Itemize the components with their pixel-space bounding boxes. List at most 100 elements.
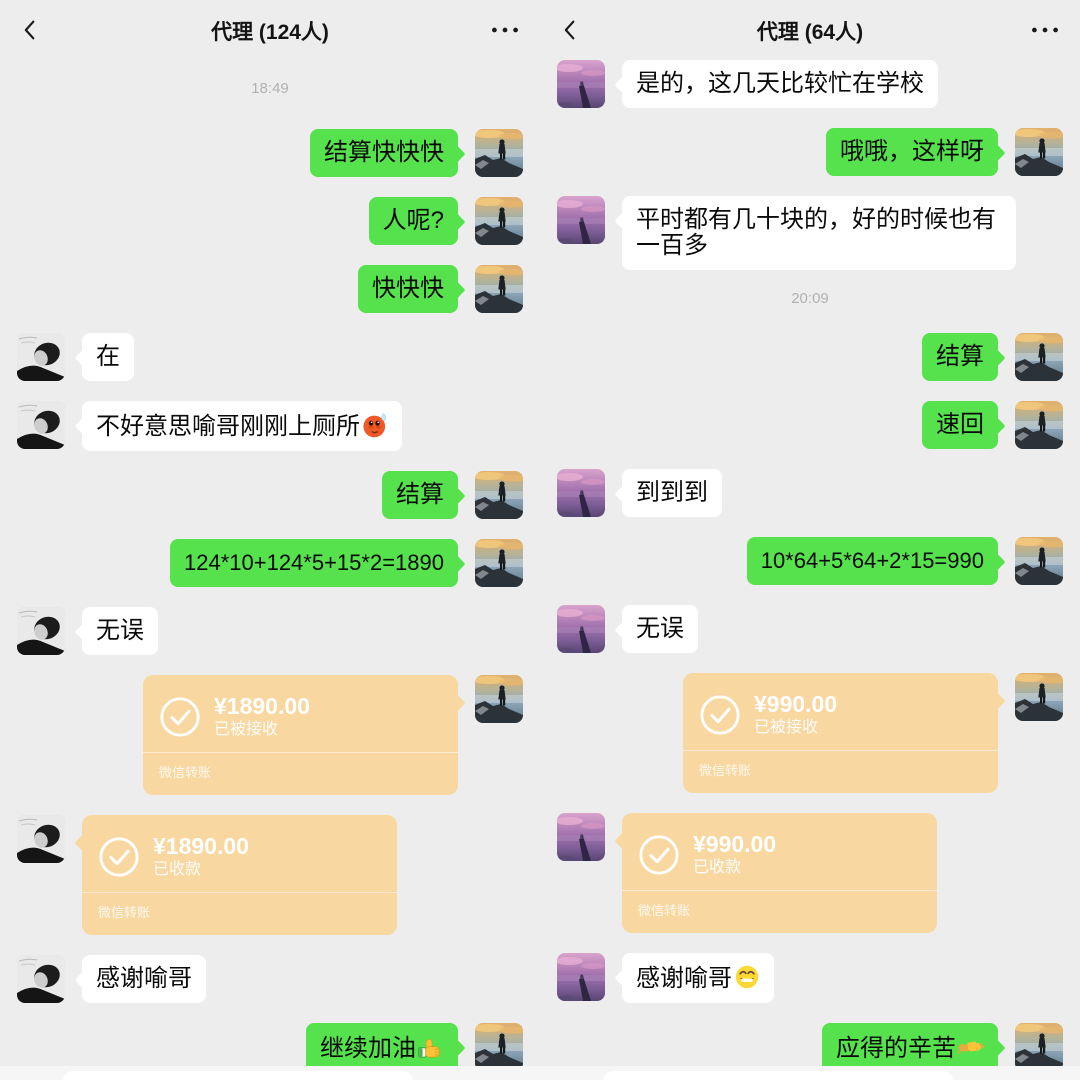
check-circle-icon <box>98 836 140 878</box>
peer-avatar[interactable] <box>17 815 65 863</box>
peer-avatar[interactable] <box>17 333 65 381</box>
message-text: 不好意思喻哥刚刚上厕所 <box>96 413 360 440</box>
peer-avatar[interactable] <box>17 401 65 449</box>
transfer-card[interactable]: ¥990.00 已收款 微信转账 <box>622 813 937 933</box>
self-avatar[interactable] <box>1015 401 1063 449</box>
peer-avatar[interactable] <box>557 813 605 861</box>
self-avatar[interactable] <box>1015 673 1063 721</box>
sent-message-bubble[interactable]: 124*10+124*5+15*2=1890 <box>170 539 458 587</box>
message-row: 10*64+5*64+2*15=990 <box>557 537 1063 585</box>
message-text: 速回 <box>936 411 984 438</box>
message-text: 平时都有几十块的，好的时候也有一百多 <box>636 206 996 259</box>
received-message-bubble[interactable]: 在 <box>82 333 134 381</box>
transfer-status: 已收款 <box>153 861 202 878</box>
chat-title: 代理 (64人) <box>756 21 864 45</box>
received-message-bubble[interactable]: 感谢喻哥 <box>622 953 774 1003</box>
sent-message-bubble[interactable]: 应得的辛苦 <box>822 1023 998 1073</box>
transfer-texts: ¥1890.00 已被接收 <box>214 693 310 740</box>
self-avatar[interactable] <box>1015 333 1063 381</box>
transfer-label: 微信转账 <box>82 892 397 935</box>
message-row: 结算 <box>17 471 523 519</box>
chat-title: 代理 (124人) <box>211 21 329 45</box>
cropped-bubble <box>603 1071 953 1080</box>
sent-message-bubble[interactable]: 人呢? <box>368 197 458 245</box>
peer-avatar[interactable] <box>557 605 605 653</box>
more-dots-icon[interactable] <box>1030 26 1060 34</box>
peer-avatar[interactable] <box>557 60 605 108</box>
message-text: 人呢? <box>382 207 444 234</box>
message-text: 124*10+124*5+15*2=1890 <box>184 550 444 575</box>
received-message-bubble[interactable]: 是的，这几天比较忙在学校 <box>622 60 938 108</box>
bottom-cropped-row <box>0 1066 1080 1080</box>
transfer-amount: ¥1890.00 <box>153 833 249 859</box>
self-avatar[interactable] <box>475 471 523 519</box>
message-text: 结算 <box>396 481 444 508</box>
self-avatar[interactable] <box>475 129 523 177</box>
self-avatar[interactable] <box>1015 128 1063 176</box>
peer-avatar[interactable] <box>557 469 605 517</box>
message-text: 无误 <box>96 617 144 644</box>
message-row: 继续加油 <box>17 1023 523 1073</box>
self-avatar[interactable] <box>475 265 523 313</box>
transfer-card[interactable]: ¥990.00 已被接收 微信转账 <box>683 673 998 793</box>
transfer-amount: ¥990.00 <box>693 831 777 857</box>
thumbs-up-emoji <box>418 1034 444 1060</box>
message-text: 是的，这几天比较忙在学校 <box>636 70 924 97</box>
received-message-bubble[interactable]: 无误 <box>82 607 158 655</box>
check-circle-icon <box>638 834 680 876</box>
message-row: 在 <box>17 333 523 381</box>
message-text: 结算 <box>936 343 984 370</box>
received-message-bubble[interactable]: 平时都有几十块的，好的时候也有一百多 <box>622 196 1016 270</box>
transfer-card[interactable]: ¥1890.00 已被接收 微信转账 <box>143 675 458 795</box>
transfer-main: ¥1890.00 已被接收 <box>143 675 458 752</box>
received-message-bubble[interactable]: 不好意思喻哥刚刚上厕所 <box>82 401 402 451</box>
sent-message-bubble[interactable]: 哦哦，这样呀 <box>826 128 998 176</box>
timestamp: 18:49 <box>251 80 289 97</box>
message-text: 感谢喻哥 <box>96 965 192 992</box>
grin-emoji <box>734 964 760 990</box>
peer-avatar[interactable] <box>557 953 605 1001</box>
message-text: 结算快快快 <box>324 139 444 166</box>
back-icon[interactable] <box>20 17 40 43</box>
sent-message-bubble[interactable]: 结算 <box>382 471 458 519</box>
message-row: 感谢喻哥 <box>17 955 523 1003</box>
self-avatar[interactable] <box>475 1023 523 1071</box>
peer-avatar[interactable] <box>557 196 605 244</box>
self-avatar[interactable] <box>1015 537 1063 585</box>
received-message-bubble[interactable]: 感谢喻哥 <box>82 955 206 1003</box>
more-dots-icon[interactable] <box>490 26 520 34</box>
received-message-bubble[interactable]: 无误 <box>622 605 698 653</box>
check-circle-icon <box>699 694 741 736</box>
peer-avatar[interactable] <box>17 607 65 655</box>
peer-avatar[interactable] <box>17 955 65 1003</box>
message-text: 无误 <box>636 615 684 642</box>
sent-message-bubble[interactable]: 结算 <box>922 333 998 381</box>
message-row: ¥990.00 已收款 微信转账 <box>557 813 1063 933</box>
transfer-status: 已被接收 <box>214 721 279 738</box>
self-avatar[interactable] <box>475 539 523 587</box>
message-text: 到到到 <box>636 479 708 506</box>
message-row: 无误 <box>557 605 1063 653</box>
timestamp: 20:09 <box>791 290 829 307</box>
received-message-bubble[interactable]: 到到到 <box>622 469 722 517</box>
sent-message-bubble[interactable]: 10*64+5*64+2*15=990 <box>746 537 998 585</box>
self-avatar[interactable] <box>1015 1023 1063 1071</box>
self-avatar[interactable] <box>475 675 523 723</box>
sent-message-bubble[interactable]: 速回 <box>922 401 998 449</box>
message-row: 到到到 <box>557 469 1063 517</box>
sent-message-bubble[interactable]: 结算快快快 <box>310 129 458 177</box>
message-row: ¥1890.00 已被接收 微信转账 <box>17 675 523 795</box>
sent-message-bubble[interactable]: 快快快 <box>358 265 458 313</box>
self-avatar[interactable] <box>475 197 523 245</box>
message-text: 快快快 <box>372 275 444 302</box>
handshake-emoji <box>958 1034 984 1060</box>
message-row: 结算快快快 <box>17 129 523 177</box>
chat-panel-left: 代理 (124人) 18:49 结算快快快 人呢? 快快快 在 <box>0 0 540 1080</box>
transfer-card[interactable]: ¥1890.00 已收款 微信转账 <box>82 815 397 935</box>
back-icon[interactable] <box>560 17 580 43</box>
message-text: 感谢喻哥 <box>636 965 732 992</box>
sent-message-bubble[interactable]: 继续加油 <box>306 1023 458 1073</box>
message-text: 应得的辛苦 <box>836 1035 956 1062</box>
message-list: 是的，这几天比较忙在学校 哦哦，这样呀 平时都有几十块的，好的时候也有一百多 2… <box>540 60 1080 1073</box>
